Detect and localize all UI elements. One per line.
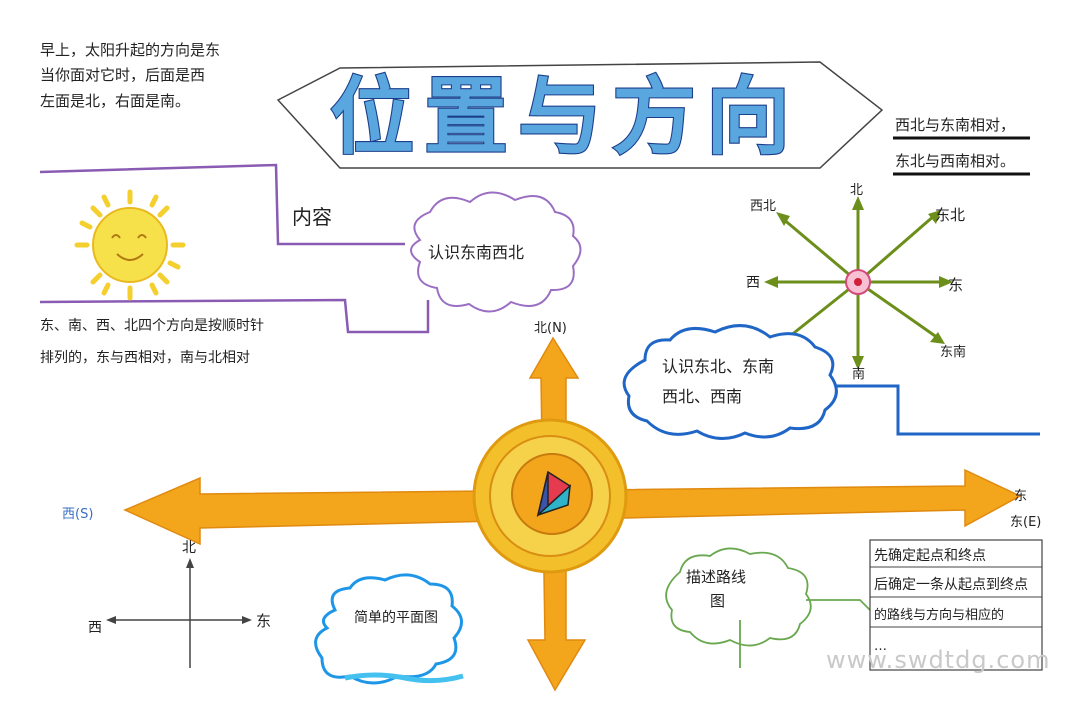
small-axes: 北 东 西 bbox=[88, 540, 271, 668]
rose-south: 南 bbox=[852, 366, 865, 382]
note-line-1: 早上，太阳升起的方向是东 bbox=[40, 41, 220, 59]
top-left-note: 早上，太阳升起的方向是东 当你面对它时，后面是西 左面是北，右面是南。 bbox=[40, 41, 220, 110]
rose-west: 西 bbox=[746, 275, 760, 291]
rose-east: 东 bbox=[948, 276, 963, 294]
step-4: … bbox=[874, 639, 887, 654]
order-note-1: 东、南、西、北四个方向是按顺时针 bbox=[40, 318, 264, 334]
left-note: 东、南、西、北四个方向是按顺时针 排列的，东与西相对，南与北相对 bbox=[40, 318, 264, 366]
cloud-left: 认识东南西北 bbox=[410, 191, 582, 313]
rose-southeast: 东南 bbox=[940, 344, 966, 360]
content-label: 内容 bbox=[292, 205, 332, 229]
axes-east: 东 bbox=[256, 612, 271, 630]
purple-connectors bbox=[39, 163, 430, 334]
title-banner: 位置与方向 bbox=[276, 61, 884, 169]
opposite-note-2: 东北与西南相对。 bbox=[895, 152, 1015, 170]
cloud-route: 描述路线 图 bbox=[665, 547, 871, 668]
compass-rose-icon: 北 南 西 东 东北 西北 东南 西南 bbox=[746, 183, 966, 382]
arrow-label-north: 北(N) bbox=[534, 321, 567, 336]
note-line-3: 左面是北，右面是南。 bbox=[40, 92, 190, 110]
cloud-bottom: 简单的平面图 bbox=[314, 573, 464, 685]
step-2: 后确定一条从起点到终点 bbox=[874, 576, 1028, 593]
cloud-route-line-2: 图 bbox=[710, 592, 725, 610]
top-right-note: 西北与东南相对， 东北与西南相对。 bbox=[893, 116, 1030, 176]
cloud-bottom-text: 简单的平面图 bbox=[354, 609, 438, 626]
compass-icon bbox=[472, 418, 628, 574]
step-3: 的路线与方向与相应的 bbox=[874, 607, 1004, 623]
arrow-label-east: 东(E) bbox=[1010, 515, 1041, 530]
cloud-right-line-2: 西北、西南 bbox=[662, 387, 742, 406]
note-line-2: 当你面对它时，后面是西 bbox=[40, 66, 205, 84]
order-note-2: 排列的，东与西相对，南与北相对 bbox=[40, 350, 250, 366]
opposite-note-1: 西北与东南相对， bbox=[895, 116, 1015, 134]
rose-northeast: 东北 bbox=[935, 206, 965, 224]
sun-icon bbox=[74, 189, 186, 301]
arrow-label-east-top: 东 bbox=[1014, 489, 1027, 504]
page-title: 位置与方向 bbox=[330, 68, 800, 166]
watermark: www.swdtdg.com bbox=[826, 646, 1050, 674]
arrow-label-west: 西(S) bbox=[62, 507, 93, 522]
cloud-route-line-1: 描述路线 bbox=[686, 568, 746, 586]
steps-box: 先确定起点和终点 后确定一条从起点到终点 的路线与方向与相应的 … bbox=[869, 539, 1043, 671]
step-1: 先确定起点和终点 bbox=[874, 548, 986, 564]
axes-west: 西 bbox=[88, 620, 102, 636]
cloud-right: 认识东北、东南 西北、西南 bbox=[622, 324, 1040, 440]
axes-north: 北 bbox=[182, 540, 196, 556]
cloud-left-text: 认识东南西北 bbox=[428, 243, 524, 262]
rose-northwest: 西北 bbox=[750, 199, 776, 214]
cloud-right-line-1: 认识东北、东南 bbox=[662, 357, 774, 376]
rose-north: 北 bbox=[850, 183, 863, 198]
